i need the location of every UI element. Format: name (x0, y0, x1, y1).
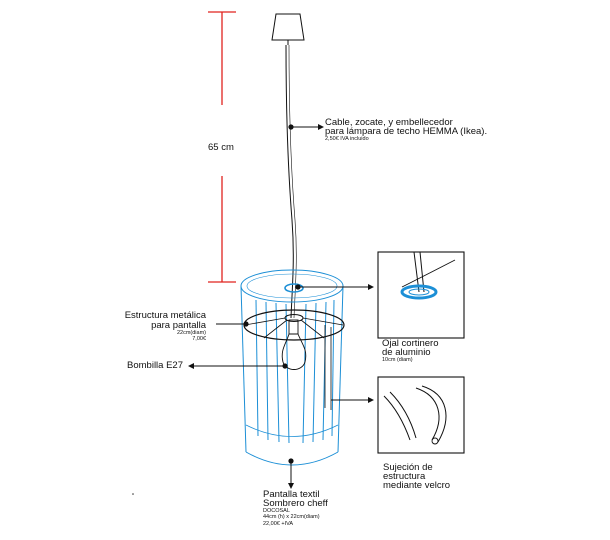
velcro-label-line3: mediante velcro (383, 480, 451, 491)
grommet-label-line1: Ojal cortinero (382, 338, 439, 349)
detail-box-grommet (377, 251, 465, 339)
detail-box-velcro (377, 376, 465, 454)
grommet (284, 283, 304, 293)
cable (285, 44, 294, 319)
dot-cable (288, 124, 294, 130)
frame-size: 22cm(diam) (176, 330, 206, 336)
dot-grommet (295, 284, 301, 290)
frame-label-line1: Estructura metálica (124, 310, 206, 321)
shade-label-line2: Sombrero cheff (263, 498, 328, 509)
cable-label-line2: para lámpara de techo HEMMA (Ikea). (325, 126, 488, 137)
shade-label-line1: Pantalla textil (263, 489, 320, 500)
dot-frame (243, 321, 249, 327)
bulb-label: Bombilla E27 (127, 360, 183, 371)
metal-frame (243, 309, 345, 410)
speck (132, 493, 134, 495)
dimension-label: 65 cm (208, 142, 234, 153)
cable-price: 2,50€ IVA incluido (325, 136, 369, 142)
frame-label-line2: para pantalla (151, 320, 206, 331)
dimension-bracket (208, 11, 236, 283)
arrow-shade (288, 483, 294, 489)
dot-bulb (282, 363, 288, 369)
shade-size: 44cm (h) x 22cm(diam) (263, 514, 320, 520)
dot-shade (288, 458, 294, 464)
arrow-bulb (188, 363, 194, 369)
grommet-size: 10cm (diam) (382, 357, 413, 363)
shade-price: 22,00€ +IVA (263, 521, 294, 527)
shade-brand: DOCOSAL (263, 508, 290, 514)
cable-label-line1: Cable, zocate, y embellecedor (325, 117, 453, 128)
arrow-velcro (368, 397, 374, 403)
frame-price: 7,00€ (192, 336, 206, 342)
ceiling-canopy (271, 13, 305, 45)
arrow-cable (318, 124, 324, 130)
arrow-grommet (368, 284, 374, 290)
velcro-label-line2: estructura (383, 471, 426, 482)
grommet-label-line2: de aluminio (382, 347, 431, 358)
velcro-label-line1: Sujeción de (383, 462, 433, 473)
bulb (281, 319, 307, 370)
